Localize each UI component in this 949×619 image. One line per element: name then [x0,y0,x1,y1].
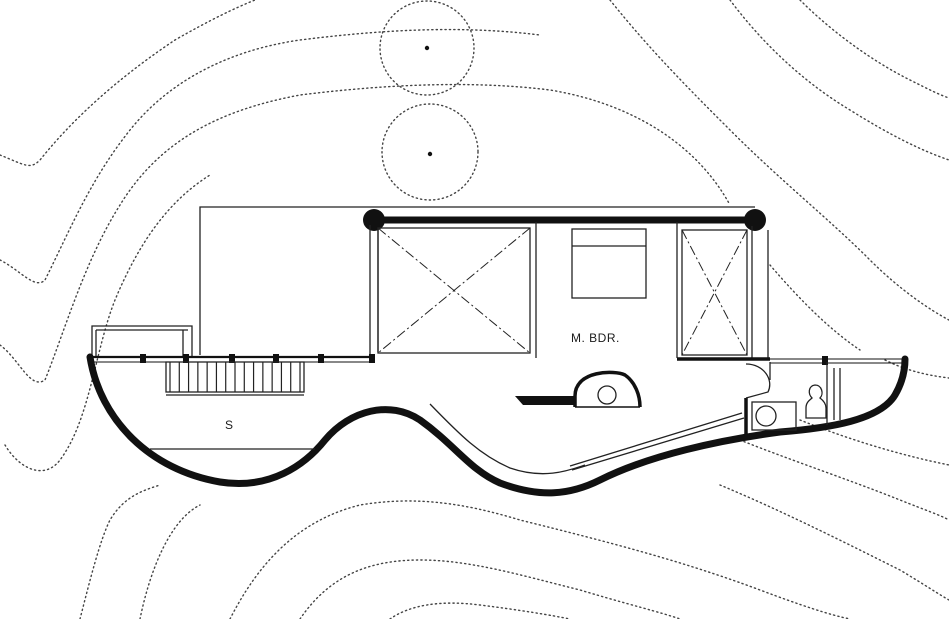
hearth-arc [573,370,642,408]
hearth-circle [597,385,617,405]
contour-line [299,559,681,619]
inner-wall-curve [429,403,586,475]
void-cross [377,227,531,354]
void-left [369,222,537,358]
bath-fixture-frame [751,401,797,431]
contour-line [729,0,949,161]
contour-line [229,500,851,619]
mullion [140,354,146,363]
balcony [91,325,193,357]
contour-line [139,504,201,619]
tree-canopy [381,103,479,201]
mullion [229,354,235,363]
roof-beam [363,209,766,231]
contour-line [609,0,949,321]
diagonal-counter [569,412,745,471]
toilet [805,384,827,419]
mullion [183,354,189,363]
contour-line [0,28,541,284]
bed [571,228,647,299]
counter-edge [569,412,743,467]
tree-trunk [427,151,433,157]
mullion [273,354,279,363]
column [363,209,385,231]
terrace-outline [199,206,375,355]
contour-line [4,174,211,472]
contour-line [769,264,861,351]
void-frame [377,227,531,354]
tree-canopy [379,0,475,96]
wash-basin [755,405,777,427]
counter-edge [571,417,745,471]
void-cross [681,229,748,356]
mullion [318,354,324,363]
contour-line [389,602,571,619]
window-wall [90,354,905,365]
contour-line [719,484,949,601]
void-right [676,222,770,361]
contour-line [79,484,161,619]
outer-wall [86,353,909,497]
tree-trunk [424,45,430,51]
room-label-s: S [225,418,234,432]
void-frame [681,229,748,356]
balcony-rail [91,325,193,357]
contour-line [0,0,256,167]
contour-line [739,439,949,521]
mullion [822,356,828,365]
room-label-master-bedroom: M. BDR. [571,331,620,345]
column [744,209,766,231]
door-swing [745,363,771,399]
fireplace-seat [515,370,642,408]
void-cross [681,229,748,356]
mullion [369,354,375,363]
contour-line [0,83,731,383]
contour-line [799,0,949,99]
upper-terrace [199,206,755,355]
stair [165,361,305,396]
trees [379,0,479,201]
seat-base [515,396,575,405]
bathroom [744,362,841,436]
